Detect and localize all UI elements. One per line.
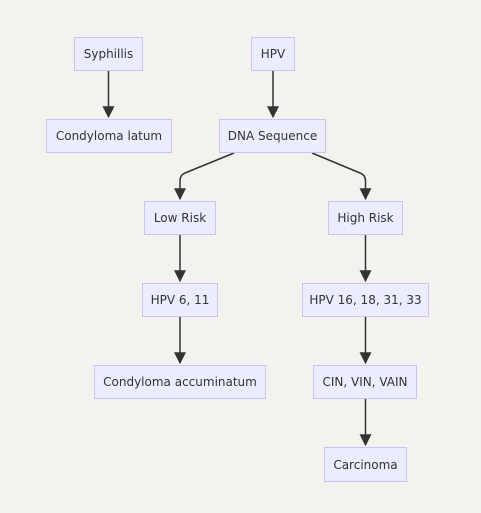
node-high-risk: High Risk — [328, 201, 403, 235]
node-hpv: HPV — [251, 37, 295, 71]
node-low-risk: Low Risk — [144, 201, 216, 235]
node-cin-vin-vain-label: CIN, VIN, VAIN — [322, 375, 408, 389]
node-condyloma-accuminatum-label: Condyloma accuminatum — [103, 375, 257, 389]
node-syphillis-label: Syphillis — [83, 47, 134, 61]
node-cin-vin-vain: CIN, VIN, VAIN — [313, 365, 417, 399]
node-condyloma-accuminatum: Condyloma accuminatum — [94, 365, 266, 399]
node-syphillis: Syphillis — [74, 37, 143, 71]
node-hpv-6-11-label: HPV 6, 11 — [150, 293, 210, 307]
node-dna-sequence: DNA Sequence — [219, 119, 326, 153]
node-carcinoma-label: Carcinoma — [333, 457, 398, 472]
node-hpv-6-11: HPV 6, 11 — [142, 283, 218, 317]
node-low-risk-label: Low Risk — [153, 211, 207, 225]
node-high-risk-label: High Risk — [337, 211, 394, 225]
node-hpv-label: HPV — [260, 47, 286, 61]
node-hpv-16-18-31-33-label: HPV 16, 18, 31, 33 — [309, 293, 422, 307]
node-condyloma-latum: Condyloma latum — [46, 119, 172, 153]
node-hpv-16-18-31-33: HPV 16, 18, 31, 33 — [302, 283, 429, 317]
edge-dna-sequence-to-low-risk — [174, 152, 235, 201]
edge-dna-sequence-to-high-risk — [311, 152, 372, 201]
node-carcinoma: Carcinoma — [324, 447, 407, 482]
node-dna-sequence-label: DNA Sequence — [227, 129, 318, 143]
node-condyloma-latum-label: Condyloma latum — [55, 129, 163, 143]
